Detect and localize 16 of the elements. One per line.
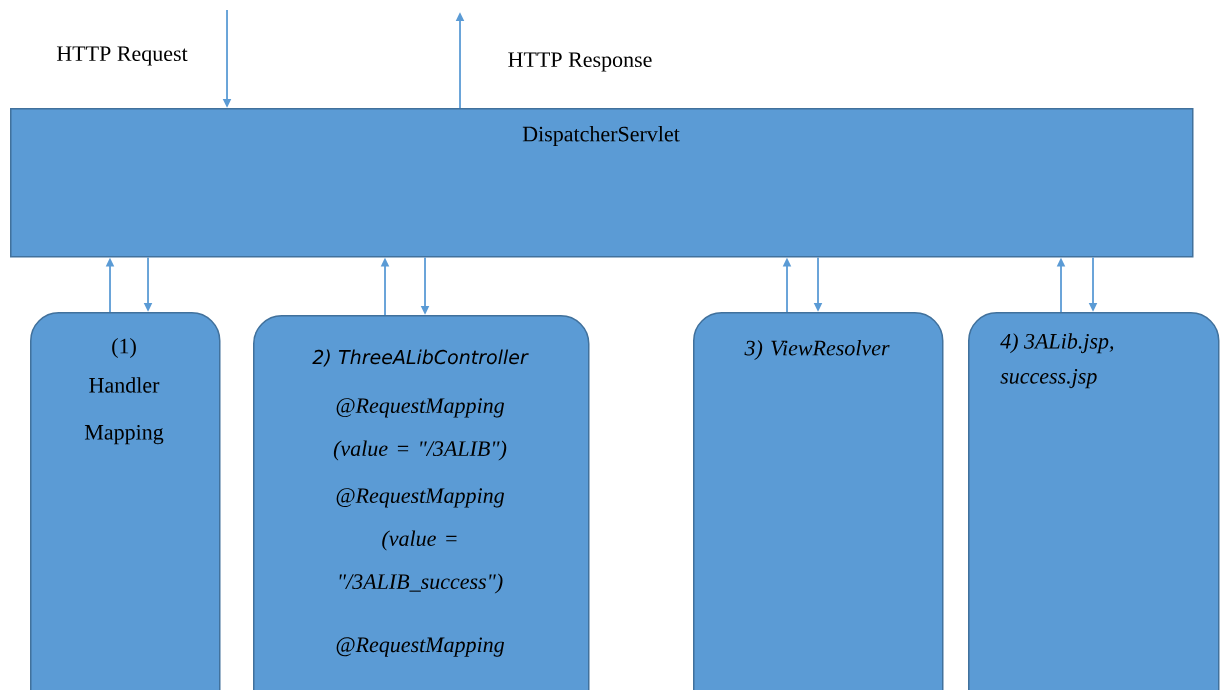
annotation-text: @RequestMapping (value = "/3ALIB") <box>333 398 507 461</box>
edge-label: HTTP Response <box>508 52 652 72</box>
annotation-text: @RequestMapping (value = "/3ALIB_success") <box>336 488 505 594</box>
annotation-text: @RequestMapping <box>336 637 505 657</box>
process-box <box>693 312 944 690</box>
process-box <box>30 312 221 690</box>
box-heading: DispatcherServlet <box>522 126 680 146</box>
process-box <box>968 312 1220 690</box>
edge-label: HTTP Request <box>56 46 188 66</box>
process-box <box>253 315 590 690</box>
box-heading: 4) 3ALib.jsp, success.jsp <box>1000 333 1114 389</box>
step-number: (1) <box>112 338 136 358</box>
box-heading: 3) ViewResolver <box>744 340 890 360</box>
box-heading: Handler Mapping <box>84 377 164 445</box>
servlet-box <box>10 108 1194 258</box>
box-heading: 2) ThreeALibController <box>312 349 529 367</box>
